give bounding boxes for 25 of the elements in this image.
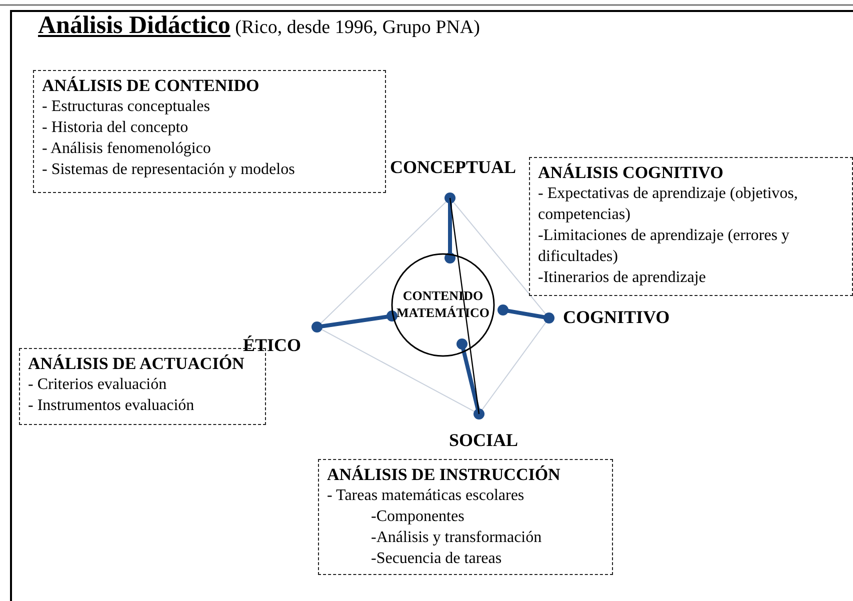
list-item: -Análisis y transformación: [370, 528, 543, 548]
list-item: - Criterios evaluación: [28, 375, 168, 395]
axis-label: CONCEPTUAL: [390, 157, 516, 178]
list-item: -Limitaciones de aprendizaje (errores y dificultades): [538, 226, 790, 267]
title: Análisis Didáctico (Rico, desde 1996, Grupo PNA): [38, 12, 480, 40]
list-item: - Historia del concepto: [42, 118, 190, 138]
box-heading: ANÁLISIS DE INSTRUCCIÓN: [327, 464, 562, 485]
list-item: - Expectativas de aprendizaje (objetivos, competencias): [538, 184, 799, 225]
axis-label: ÉTICO: [243, 335, 302, 355]
list-item: - Instrumentos evaluación: [28, 396, 196, 416]
list-item: - Sistemas de representación y modelos: [42, 160, 296, 180]
dashed-text-box: [318, 459, 613, 575]
box-heading: ANÁLISIS DE ACTUACIÓN: [28, 353, 246, 374]
axis-label: SOCIAL: [449, 430, 518, 451]
axis-label: COGNITIVO: [563, 307, 670, 328]
list-item: -Itinerarios de aprendizaje: [538, 268, 707, 288]
box-heading: ANÁLISIS COGNITIVO: [538, 162, 724, 183]
dashed-text-box: [529, 157, 853, 296]
box-heading: ANÁLISIS DE CONTENIDO: [42, 75, 260, 96]
list-item: -Secuencia de tareas: [370, 549, 503, 569]
list-item: - Tareas matemáticas escolares: [327, 486, 526, 506]
list-item: - Análisis fenomenológico: [42, 139, 212, 159]
list-item: - Estructuras conceptuales: [42, 97, 211, 117]
dashed-text-box: [33, 70, 386, 193]
list-item: -Componentes: [370, 507, 466, 527]
